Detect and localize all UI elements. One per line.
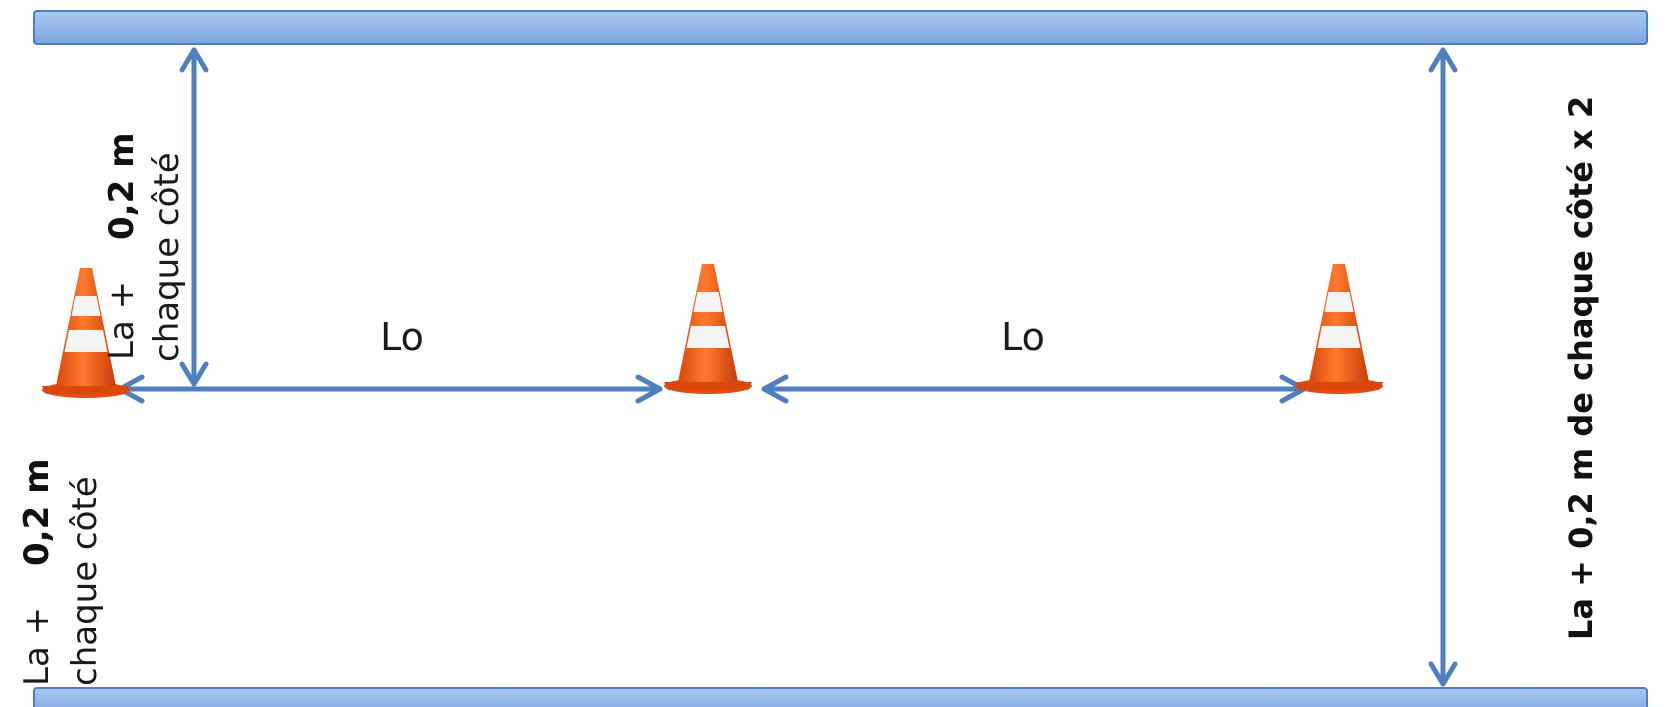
traffic-cone-icon — [664, 264, 752, 394]
lo-left-label: Lo — [380, 315, 424, 359]
lo-right-label: Lo — [1001, 315, 1045, 359]
total-width-arrow — [1428, 47, 1458, 687]
upper-width-arrow — [179, 47, 209, 387]
lower-value-label: 0,2 m — [17, 459, 57, 567]
upper-value-label: 0,2 m — [102, 133, 142, 241]
bottom-boundary-bar — [33, 687, 1648, 707]
total-width-label: La + 0,2 m de chaque côté x 2 — [1562, 96, 1600, 640]
lower-la-label: La + — [17, 607, 57, 686]
upper-la-label: La + — [102, 281, 142, 360]
upper-side-label: chaque côté — [147, 152, 187, 362]
lower-side-label: chaque côté — [65, 476, 105, 686]
traffic-cone-icon — [1295, 264, 1383, 394]
lo-right-arrow — [761, 374, 1307, 404]
top-boundary-bar — [33, 10, 1648, 45]
lo-left-arrow — [117, 374, 663, 404]
